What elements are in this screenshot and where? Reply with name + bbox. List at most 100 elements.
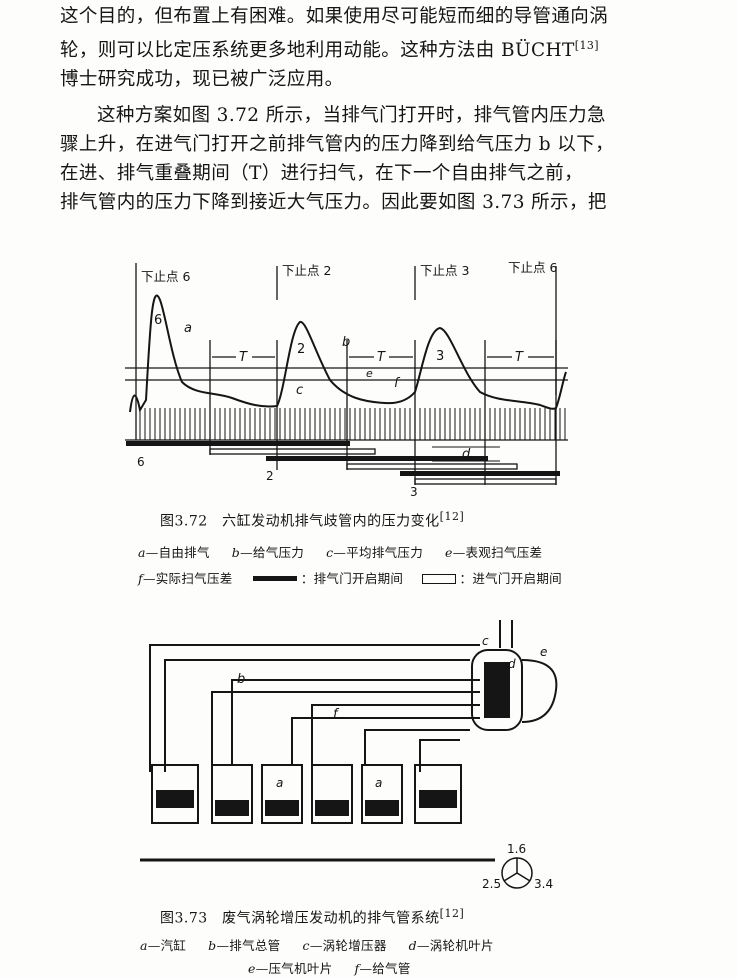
caption-text: 图3.72 六缸发动机排气歧管内的压力变化 [160,513,440,530]
legend-text: —表观扫气压差 [452,545,543,560]
paragraph-2-line-3: 在进、排气重叠期间（T）进行扫气，在下一个自由排气之前， [60,163,584,184]
firing-right: 3.4 [534,877,553,891]
legend-text: —自由排气 [145,545,210,560]
letter-f: f [333,707,340,722]
supply-pipe [311,704,480,765]
exhaust-period-swatch [252,575,297,581]
paragraph-1-line-1: 这个目的，但布置上有困难。如果使用尽可能短而细的导管通向涡 [60,6,609,27]
letter-e: e [540,645,547,659]
intake-period-swatch [421,573,456,584]
piston [419,790,457,808]
legend-symbol: e [248,961,256,976]
legend-text: —排气总管 [216,938,281,953]
supply-pipe [364,729,470,765]
caption-text: 图3.73 废气涡轮增压发动机的排气管系统 [160,910,440,927]
bdc-label-3: 下止点 3 [420,263,469,278]
exhaust-manifold-pipe [211,691,480,765]
bdc-label-4: 下止点 6 [508,260,557,275]
firing-order-spoke [503,872,518,882]
letter-a: a [184,321,192,336]
paragraph-1-line-3: 博士研究成功，现已被广泛应用。 [60,69,344,91]
legend-text: —涡轮增压器 [309,938,387,953]
exhaust-period-bar [400,471,560,476]
legend-symbol: b [208,938,217,953]
cylinder [414,764,462,824]
legend-text: —汽缸 [147,938,187,953]
firing-top: 1.6 [507,842,526,856]
figure-3-72-caption: 图3.72 六缸发动机排气歧管内的压力变化[12] [160,510,464,531]
peak-label-6: 6 [154,313,162,328]
letter-d: d [508,657,516,671]
turbine-blades [484,662,510,718]
piston [156,790,194,808]
paragraph-1-line-2: 轮，则可以比定压系统更多地利用动能。这种方法由 BÜCHT[13] [60,31,670,65]
letter-c: c [296,383,303,398]
cylinder [261,764,303,824]
legend-text: —压气机叶片 [255,961,333,976]
letter-a: a [375,776,382,790]
legend-text: ：排气门开启期间 [300,571,404,586]
bar-label-2: 2 [266,469,274,483]
legend-symbol: a [140,938,148,953]
legend-symbol: a [138,545,146,560]
exhaust-manifold-pipe [231,679,480,765]
legend-symbol: c [326,545,334,560]
peak-label-3: 3 [436,349,444,364]
exhaust-period-bar [266,456,488,461]
crank-angle-ticks [139,408,566,440]
t-label: T [377,350,386,365]
compressor-housing [521,659,558,723]
paragraph-1: 这个目的，但布置上有困难。如果使用尽可能短而细的导管通向涡 轮，则可以比定压系统… [60,2,670,94]
legend-text: —给气管 [359,961,411,976]
letter-b: b [342,335,350,350]
bdc-label-2: 下止点 2 [282,263,331,278]
t-label: T [239,350,248,365]
legend-text: ：进气门开启期间 [459,571,562,586]
legend-symbol: b [231,545,241,560]
supply-pipe [291,717,480,765]
figure-3-73-caption: 图3.73 废气涡轮增压发动机的排气管系统[12] [160,907,464,928]
bdc-label-1: 下止点 6 [141,269,190,284]
legend-symbol: c [302,938,310,953]
firing-left: 2.5 [482,877,501,891]
piston [365,800,399,816]
reference-13: [13] [574,39,599,52]
legend-symbol: f [138,571,143,586]
paragraph-2: 这种方案如图 3.72 所示，当排气门打开时，排气管内压力急 骤上升，在进气门打… [60,101,670,217]
letter-e: e [366,367,373,380]
bar-label-6: 6 [137,455,145,469]
cylinder [361,764,403,824]
exhaust-manifold-pipe [149,644,480,772]
bar-label-3: 3 [410,485,418,499]
letter-a: a [276,776,283,790]
letter-c: c [482,634,489,648]
legend-text: —给气压力 [240,545,305,560]
legend-text: —实际扫气压差 [142,571,233,586]
paragraph-1-line-2-text: 轮，则可以比定压系统更多地利用动能。这种方法由 BÜCHT [60,40,575,62]
cylinder [151,764,199,824]
exhaust-pressure-curve [129,294,567,413]
legend-symbol: e [445,545,453,560]
supply-pipe [419,739,460,772]
paragraph-2-line-4: 排气管内的压力下降到接近大气压力。因此要如图 3.73 所示，把 [60,192,607,213]
intake-period-bar [209,448,376,455]
intake-period-bar [414,478,557,485]
piston [265,800,299,816]
t-label: T [515,350,524,365]
letter-b: b [237,672,245,687]
piston [315,800,349,816]
exhaust-period-bar [126,441,350,446]
paragraph-2-line-2: 骤上升，在进气门打开之前排气管内的压力降到给气压力 b 以下， [60,134,615,155]
firing-order-spoke [516,872,531,882]
intake-period-bar [346,463,518,470]
exhaust-manifold-pipe [164,659,470,772]
reference-12: [12] [439,907,465,920]
legend-text: —涡轮机叶片 [416,938,494,953]
cylinder [311,764,353,824]
paragraph-2-line-1: 这种方案如图 3.72 所示，当排气门打开时，排气管内压力急 [97,105,606,126]
